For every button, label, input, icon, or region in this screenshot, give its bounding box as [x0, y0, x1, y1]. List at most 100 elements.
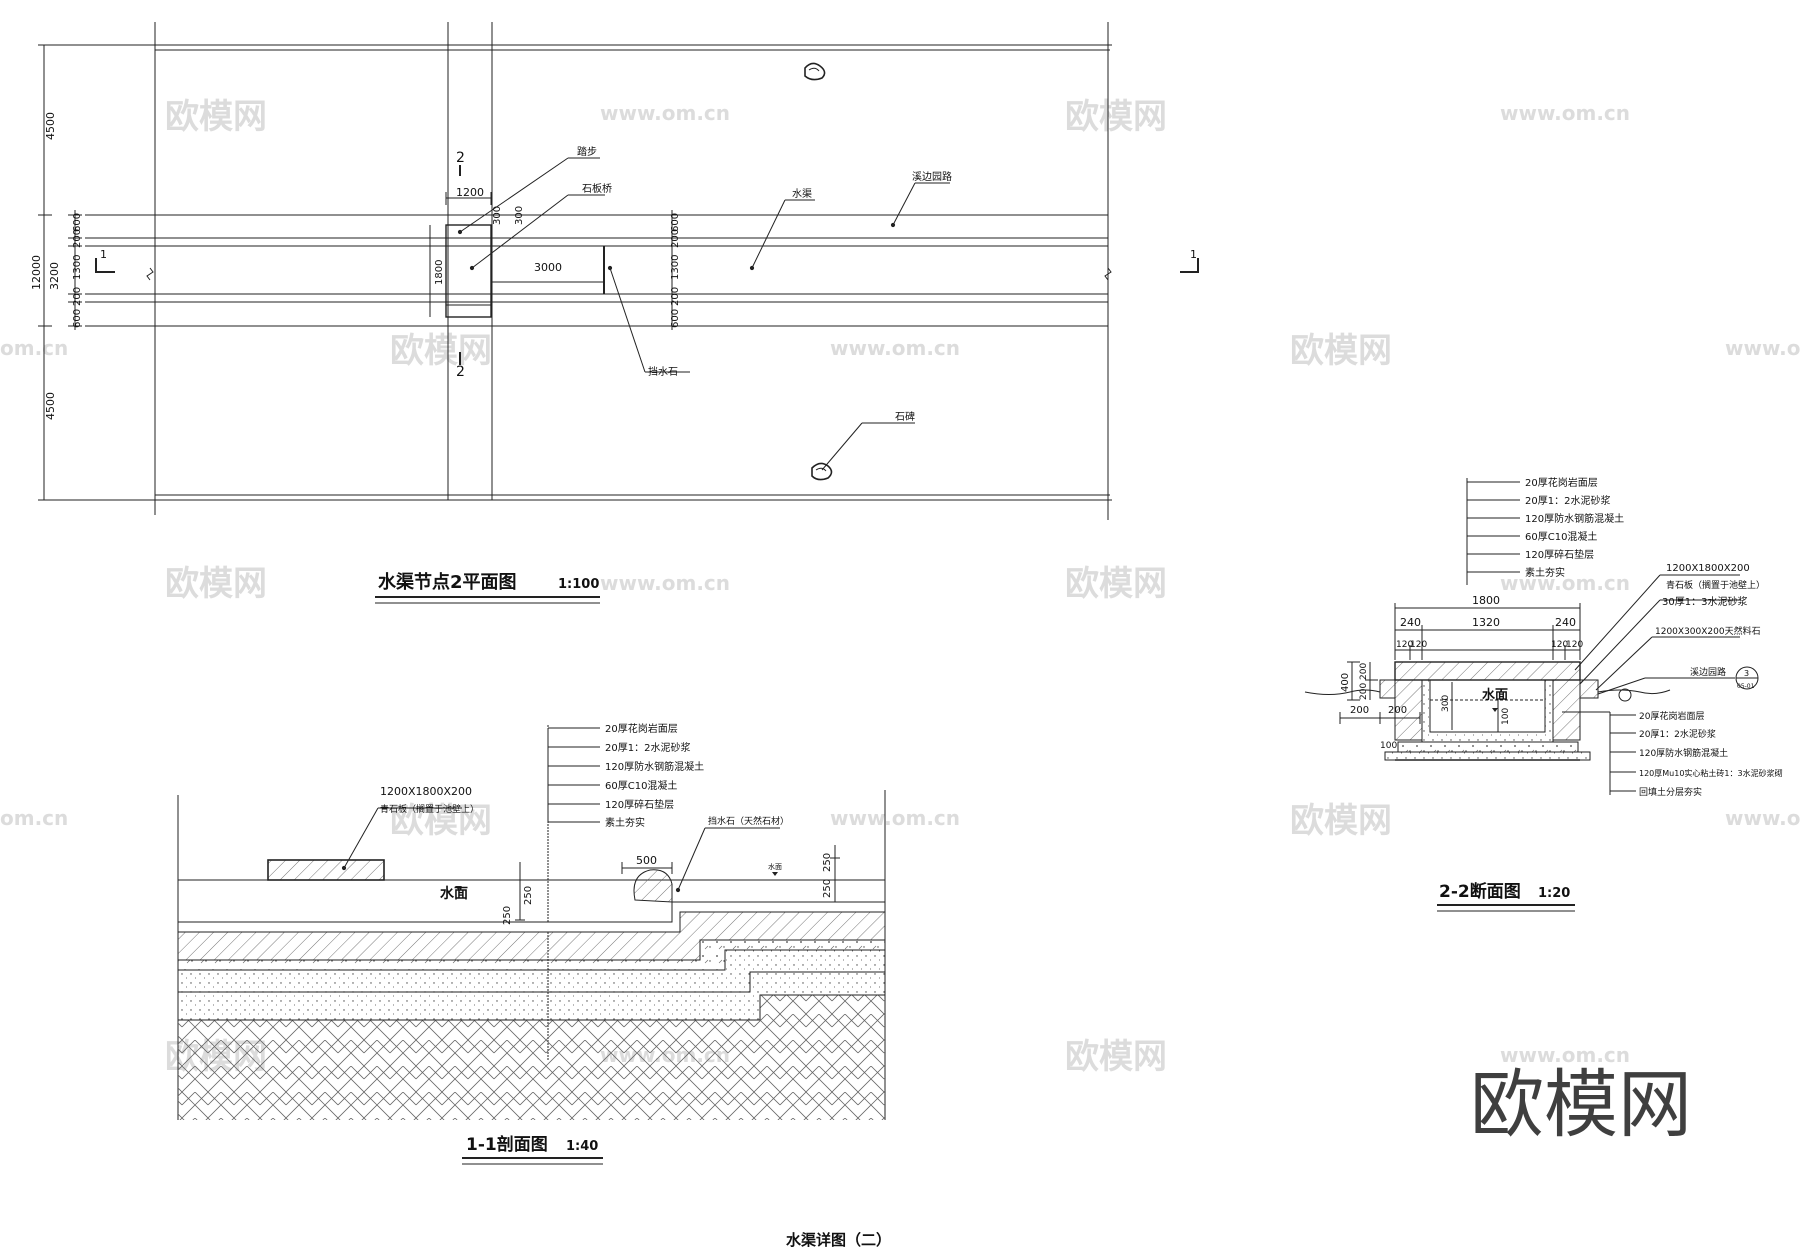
label-stone: 石碑: [895, 410, 915, 423]
watermark-site: www.om.cn: [830, 806, 960, 830]
s22-bottom-note-1: 20厚花岗岩面层: [1639, 710, 1704, 722]
s22-dim-120-d: 120: [1566, 640, 1583, 650]
s22-dim-200-w-b: 200: [1388, 705, 1407, 716]
s11-layer-4: 60厚C10混凝土: [605, 779, 677, 792]
s22-dim-300: 300: [1441, 695, 1451, 712]
s11-layer-5: 120厚碎石垫层: [605, 798, 674, 811]
s22-bottom-note-4: 120厚Mu10实心粘土砖1：3水泥砂浆砌: [1639, 768, 1783, 778]
label-channel: 水渠: [792, 188, 812, 200]
plan-view: [38, 22, 1199, 604]
s22-note-slab: 青石板（搁置于池壁上）: [1666, 579, 1765, 591]
s22-dim-120-c: 120: [1551, 640, 1568, 650]
s22-layer-3: 120厚防水钢筋混凝土: [1525, 512, 1624, 525]
s22-note-path: 溪边园路: [1690, 666, 1726, 678]
plan-title: 水渠节点2平面图: [378, 571, 517, 593]
plan-scale: 1:100: [558, 577, 599, 592]
watermark-brand: 欧模网: [1065, 564, 1167, 604]
section-1-1-labels: 20厚花岗岩面层 20厚1：2水泥砂浆 120厚防水钢筋混凝土 60厚C10混凝…: [380, 722, 833, 1155]
s11-water: 水面: [440, 885, 468, 902]
watermark-site: www.om.cn: [830, 336, 960, 360]
section-2-2-labels: 20厚花岗岩面层 20厚1：2水泥砂浆 120厚防水钢筋混凝土 60厚C10混凝…: [1340, 476, 1783, 902]
watermark-site: www.om.cn: [600, 571, 730, 595]
s11-layer-6: 素土夯实: [605, 816, 645, 829]
s11-dim-250-b2: 250: [822, 879, 833, 898]
s11-water-small: 水面: [768, 862, 782, 871]
section-mark-2-bottom: 2: [456, 364, 465, 380]
watermark-partial: om.cn: [0, 806, 68, 830]
watermark-site: www.om.cn: [1500, 101, 1630, 125]
s11-slab-size: 1200X1800X200: [380, 785, 472, 798]
s22-dim-1800: 1800: [1472, 594, 1500, 607]
dim-4500-top: 4500: [44, 112, 57, 140]
s11-scale: 1:40: [566, 1139, 598, 1154]
dim-3200: 3200: [48, 262, 61, 290]
watermark-brand: 欧模网: [390, 331, 492, 371]
dim-1300: 1300: [72, 255, 83, 280]
s22-dim-1320: 1320: [1472, 616, 1500, 629]
label-path: 溪边园路: [912, 170, 952, 183]
watermark-logo-large: 欧模网: [1470, 1062, 1692, 1148]
watermark-brand: 欧模网: [1290, 801, 1392, 841]
s11-layer-1: 20厚花岗岩面层: [605, 722, 678, 735]
s11-weir-note: 挡水石（天然石材）: [708, 815, 789, 827]
watermark-brand: 欧模网: [1290, 331, 1392, 371]
dim-right-1300: 1300: [670, 255, 681, 280]
dim-600-b: 600: [72, 309, 83, 328]
s22-scale: 1:20: [1538, 886, 1570, 901]
s22-water: 水面: [1482, 687, 1508, 703]
dim-right-600-a: 600: [670, 213, 681, 232]
s22-note-slab-size: 1200X1800X200: [1666, 563, 1750, 574]
s11-slab-note: 青石板（搁置于池壁上）: [380, 803, 479, 815]
watermark-partial: www.om.cn: [1725, 806, 1800, 830]
s22-dim-120-a: 120: [1396, 640, 1413, 650]
s11-dim-250-a: 250: [523, 886, 534, 905]
dim-600-a: 600: [72, 213, 83, 232]
s22-dim-200-a: 200: [1359, 683, 1369, 700]
dim-right-200-b: 200: [670, 287, 681, 306]
s11-dim-250-b: 250: [822, 853, 833, 872]
s22-layer-1: 20厚花岗岩面层: [1525, 476, 1598, 489]
s22-layer-5: 120厚碎石垫层: [1525, 548, 1594, 561]
label-step: 踏步: [577, 145, 597, 158]
s22-dim-100-a: 100: [1501, 708, 1511, 725]
watermark-site: www.om.cn: [600, 101, 730, 125]
s22-bottom-note-2: 20厚1：2水泥砂浆: [1639, 728, 1716, 740]
plan-labels: 4500 12000 4500 3200 600 200 1300 200 60…: [30, 112, 1197, 593]
s11-dim-500: 500: [636, 854, 657, 867]
s22-detail-ref-bottom: 05-01: [1737, 683, 1755, 690]
section-2-2: [1304, 478, 1759, 912]
s22-dim-200-b: 200: [1359, 663, 1369, 680]
watermark-partial: www.om.cn: [1725, 336, 1800, 360]
watermark-brand: 欧模网: [1065, 1037, 1167, 1077]
s22-bottom-note-5: 回填土分层夯实: [1639, 786, 1702, 798]
s22-note-mortar: 30厚1：3水泥砂浆: [1662, 595, 1747, 608]
label-slab-bridge: 石板桥: [582, 182, 612, 195]
dim-200-b: 200: [72, 287, 83, 306]
watermark-brand: 欧模网: [165, 97, 267, 137]
s22-dim-400: 400: [1340, 673, 1351, 692]
s11-title: 1-1剖面图: [466, 1134, 548, 1155]
section-mark-1-left: 1: [100, 248, 107, 261]
watermark-site: www.om.cn: [1500, 571, 1630, 595]
dim-300-a: 300: [492, 206, 503, 225]
dim-300-b: 300: [514, 206, 525, 225]
s11-layer-3: 120厚防水钢筋混凝土: [605, 760, 704, 773]
s22-title: 2-2断面图: [1439, 881, 1521, 902]
s22-note-stone: 1200X300X200天然料石: [1655, 625, 1761, 637]
s22-dim-240-a: 240: [1400, 616, 1421, 629]
label-weir: 挡水石: [648, 365, 678, 378]
watermark-site: www.om.cn: [1500, 1043, 1630, 1067]
s11-dim-250-c: 250: [502, 906, 513, 925]
watermark-partial: om.cn: [0, 336, 68, 360]
s22-layer-2: 20厚1：2水泥砂浆: [1525, 494, 1610, 507]
section-mark-2-top: 2: [456, 150, 465, 166]
dim-3000: 3000: [534, 261, 562, 274]
dim-4500-bottom: 4500: [44, 392, 57, 420]
s22-layer-4: 60厚C10混凝土: [1525, 530, 1597, 543]
dim-200-a: 200: [72, 229, 83, 248]
dim-1200: 1200: [456, 186, 484, 199]
dim-right-600-b: 600: [670, 309, 681, 328]
section-mark-1-right: 1: [1190, 248, 1197, 261]
s22-layer-6: 素土夯实: [1525, 566, 1565, 579]
